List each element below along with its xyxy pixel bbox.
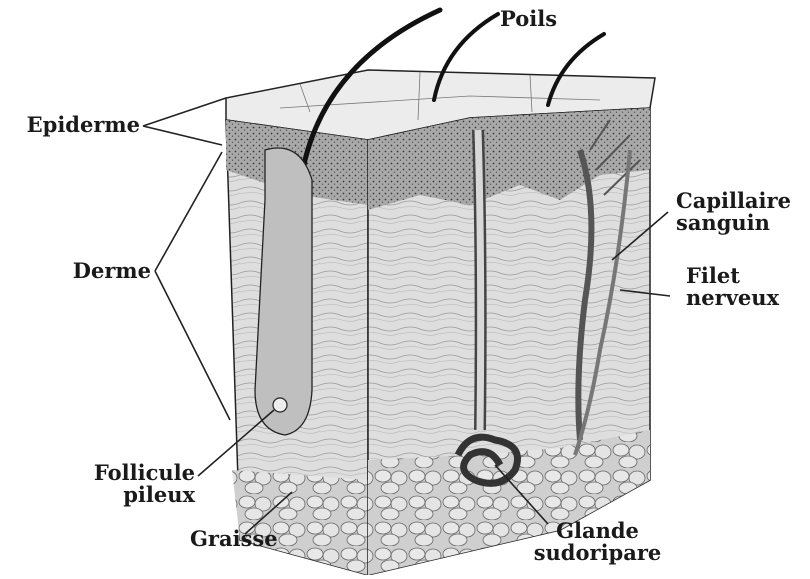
label-poils: Poils xyxy=(500,8,557,30)
label-filet-nerveux: Filet nerveux xyxy=(686,265,779,309)
label-capillaire-sanguin: Capillaire sanguin xyxy=(676,190,791,234)
label-glande-sudoripare: Glande sudoripare xyxy=(525,520,670,564)
label-graisse: Graisse xyxy=(190,528,278,550)
label-epiderme: Epiderme xyxy=(12,114,140,136)
label-follicule-pileux: Follicule pileux xyxy=(40,462,195,506)
label-derme: Derme xyxy=(26,260,151,282)
